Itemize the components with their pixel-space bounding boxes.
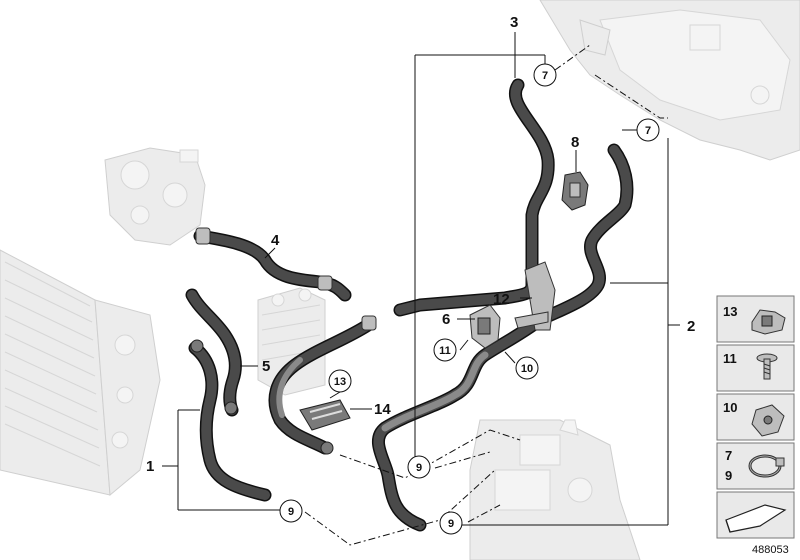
svg-text:9: 9 [448,518,454,530]
clip-icon [751,309,786,335]
circled-9-center: 9 [407,455,431,479]
circled-7-right: 7 [636,118,660,142]
heater-box-ghost [539,0,800,161]
callout-4: 4 [271,232,280,249]
callout-12: 12 [493,291,510,308]
circled-10: 10 [515,356,539,380]
legend-panel-10: 10 [716,393,795,441]
svg-text:11: 11 [723,351,737,366]
circled-11: 11 [433,338,457,362]
bracket-12 [514,261,556,331]
circled-9-left: 9 [279,499,303,523]
svg-text:13: 13 [723,304,737,319]
callout-6: 6 [442,311,450,328]
hose-2 [372,143,634,532]
callout-5: 5 [262,358,270,375]
svg-text:9: 9 [416,462,422,474]
legend-panel-shim [716,491,795,539]
svg-text:13: 13 [334,376,346,388]
dashed-guides [304,44,668,546]
callout-2: 2 [687,318,695,335]
leader-lines [162,32,680,526]
legend-panel-11: 11 [716,344,795,392]
circled-callouts: 7 7 11 10 13 9 9 9 [279,63,660,535]
hose-clamp-icon [748,454,785,478]
hose-5 [185,288,242,417]
hose-1 [188,339,272,502]
svg-text:11: 11 [439,345,451,357]
nut-icon [751,404,785,437]
callout-8: 8 [571,134,579,151]
holder-6 [469,304,501,349]
callout-1: 1 [146,458,154,475]
valve-block-ghost [469,419,641,560]
callout-labels: 3 8 4 12 6 2 5 14 1 [146,14,695,475]
svg-text:10: 10 [723,400,737,415]
oil-cooler-ghost [257,287,326,396]
svg-text:7: 7 [542,70,548,82]
hose-cooler-line [268,315,377,455]
screw-icon [756,353,778,380]
callout-14: 14 [374,401,391,418]
svg-text:9: 9 [288,506,294,518]
circled-13: 13 [328,369,352,393]
circled-9-bottom: 9 [439,511,463,535]
callout-3: 3 [510,14,518,31]
legend-panels: 13 11 10 7 9 [716,295,795,539]
diagram-number: 488053 [752,544,789,556]
svg-text:7: 7 [645,125,651,137]
hose-3 [393,78,555,317]
legend-panel-13: 13 [716,295,795,343]
gasket-14 [299,399,351,431]
hose-4 [193,227,352,302]
svg-text:9: 9 [725,468,732,483]
bracket-8 [561,171,589,211]
radiator-ghost [0,249,161,497]
circled-7-top: 7 [533,63,557,87]
svg-text:10: 10 [521,363,533,375]
water-pump-ghost [104,147,206,246]
legend-panel-7-9: 7 9 [716,442,795,490]
svg-text:7: 7 [725,448,732,463]
shim-icon [725,504,787,533]
